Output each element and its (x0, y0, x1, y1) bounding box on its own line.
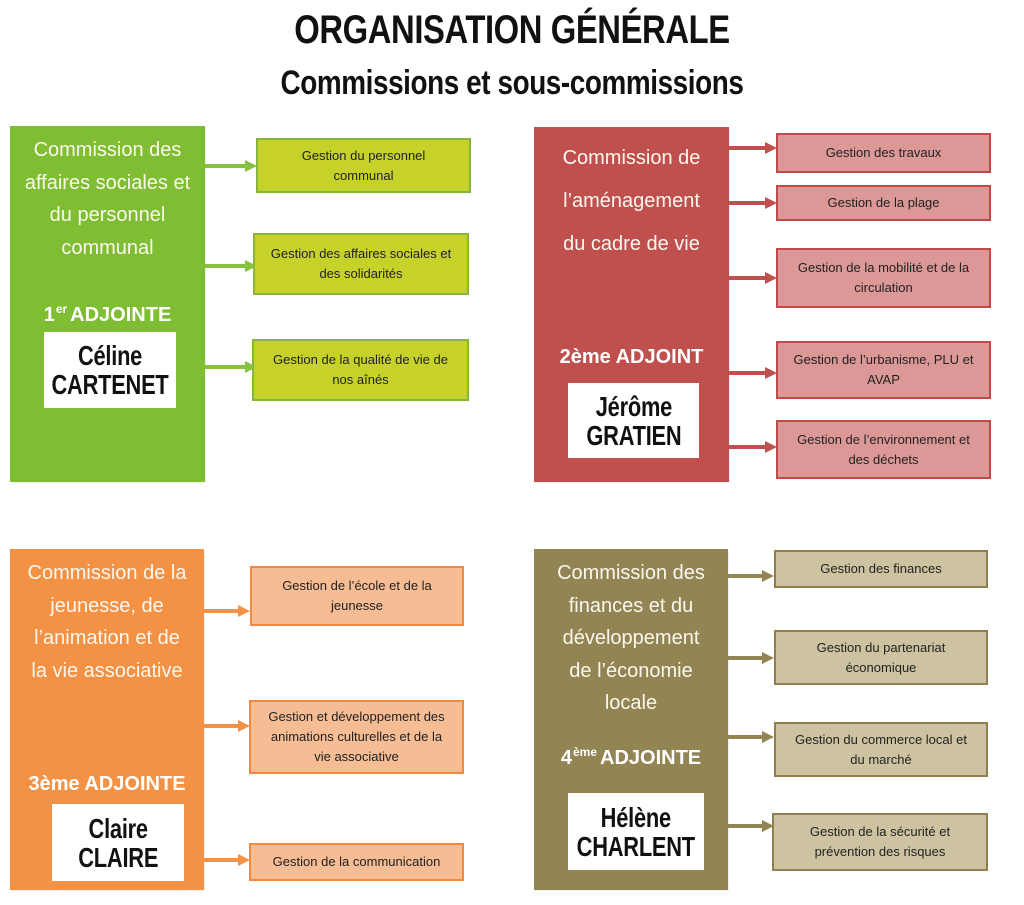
page-title: ORGANISATION GÉNÉRALE (294, 8, 730, 52)
subcommission-jeunesse-2: Gestion et développement des animations … (249, 700, 464, 774)
commission-social-name-box: Céline CARTENET (44, 332, 176, 408)
subcommission-amenagement-5: Gestion de l’environnement et des déchet… (776, 420, 991, 479)
subcommission-jeunesse-1: Gestion de l’école et de la jeunesse (250, 566, 464, 626)
subcommission-amenagement-1: Gestion des travaux (776, 133, 991, 173)
subcommission-finances-2: Gestion du partenariat économique (774, 630, 988, 685)
subcommission-finances-3: Gestion du commerce local et du marché (774, 722, 988, 777)
subcommission-amenagement-3: Gestion de la mobilité et de la circulat… (776, 248, 991, 308)
subcommission-amenagement-4: Gestion de l’urbanisme, PLU et AVAP (776, 341, 991, 399)
commission-social-adjoint-name: Céline CARTENET (51, 340, 169, 400)
commission-jeunesse-title: Commission de la jeunesse, de l’animatio… (27, 562, 187, 682)
subcommission-social-3: Gestion de la qualité de vie de nos aîné… (252, 339, 469, 401)
commission-amenagement-name-box: Jérôme GRATIEN (568, 383, 699, 458)
commission-finances-title: Commission des finances et du développem… (557, 562, 705, 714)
commission-amenagement-adjoint-name: Jérôme GRATIEN (585, 390, 682, 451)
commission-social-title: Commission des affaires sociales et du p… (24, 139, 191, 259)
commission-amenagement-panel: Commission de l’aménagement du cadre de … (534, 127, 729, 482)
commission-jeunesse-adjoint-name: Claire CLAIRE (78, 812, 158, 873)
subcommission-social-2: Gestion des affaires sociales et des sol… (253, 233, 469, 295)
subcommission-social-1: Gestion du personnel communal (256, 138, 471, 193)
commission-finances-adjoint-name: Hélène CHARLENT (576, 801, 696, 862)
commission-finances-name-box: Hélène CHARLENT (568, 793, 704, 870)
commission-jeunesse-name-box: Claire CLAIRE (52, 804, 184, 881)
subcommission-jeunesse-3: Gestion de la communication (249, 843, 464, 881)
commission-amenagement-title: Commission de l’aménagement du cadre de … (562, 147, 701, 255)
commission-social-panel: Commission des affaires sociales et du p… (10, 126, 205, 482)
subcommission-amenagement-2: Gestion de la plage (776, 185, 991, 221)
subcommission-finances-4: Gestion de la sécurité et prévention des… (772, 813, 988, 871)
commission-amenagement-role: 2ème ADJOINT (559, 346, 704, 368)
subcommission-finances-1: Gestion des finances (774, 550, 988, 588)
page-subtitle: Commissions et sous-commissions (280, 64, 744, 102)
commission-jeunesse-role: 3ème ADJOINTE (28, 773, 186, 795)
commission-finances-panel: Commission des finances et du développem… (534, 549, 728, 890)
commission-jeunesse-panel: Commission de la jeunesse, de l’animatio… (10, 549, 204, 890)
